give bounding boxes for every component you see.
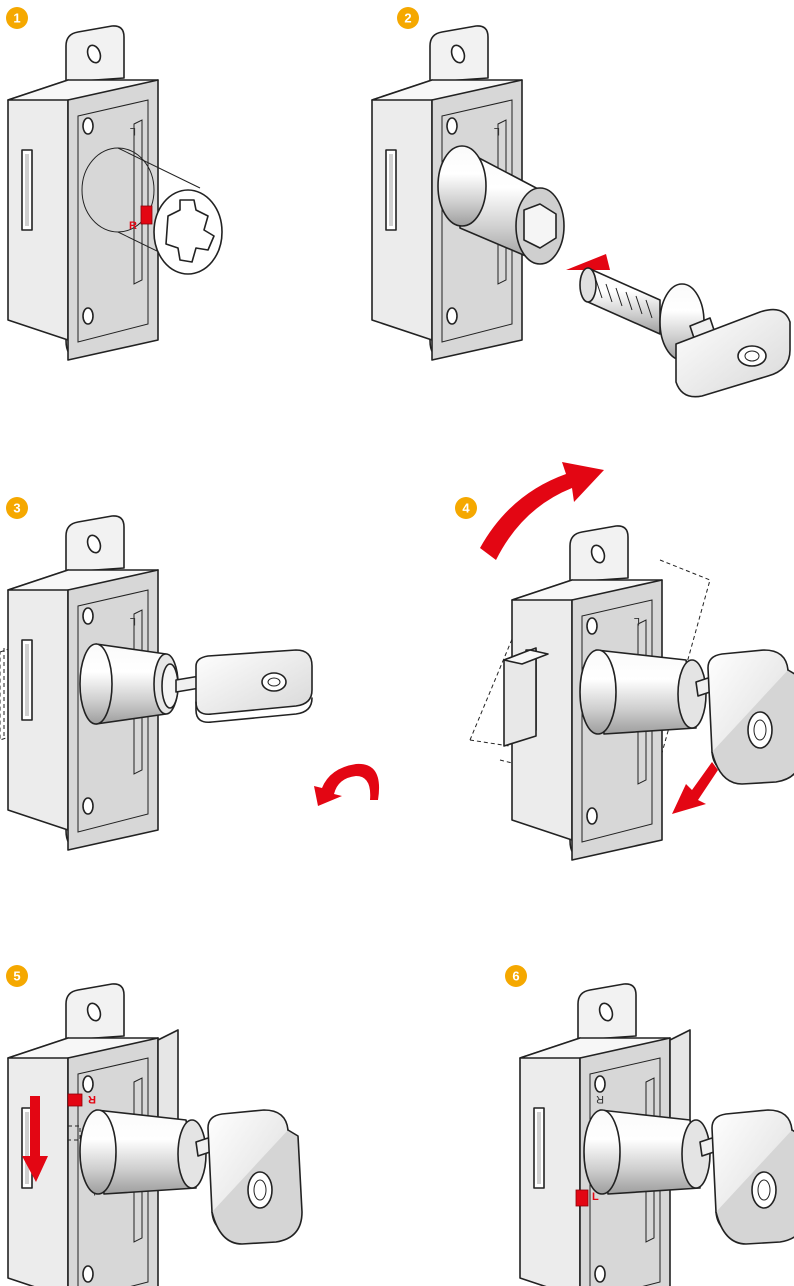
slider-label-right: R [129,220,137,232]
step-6: 6 R L [505,965,794,1286]
step-5-number: 5 [13,969,20,984]
step-1: 1 R L [6,7,223,361]
plate-label-left: L [494,125,500,137]
step-2-badge [397,7,419,29]
slider-icon: R [67,1093,96,1141]
step-1-badge [6,7,28,29]
red-arrow-icon [22,1096,48,1182]
slider-icon: R [129,205,153,232]
step-6-number: 6 [512,969,519,984]
cylinder-icon [79,643,313,725]
step-5-badge [6,965,28,987]
step-5: 5 R L [6,965,303,1286]
slider-label-left: L [592,1191,599,1203]
plate-label-left: L [130,125,136,137]
red-arrow-icon [480,462,604,560]
step-3-badge [6,497,28,519]
step-4: 4 L [455,462,794,861]
step-3-number: 3 [13,501,20,516]
step-3: 3 L [0,497,380,851]
cylinder-ghost-icon [81,147,223,275]
plate-label-right: R [596,1093,604,1105]
red-arrow-icon [566,254,610,270]
red-arrow-icon [672,762,718,814]
cylinder-housing-icon [437,145,565,265]
slider-icon: L [575,1189,599,1207]
key-icon [675,308,791,398]
step-1-number: 1 [13,11,20,26]
step-2-number: 2 [404,11,411,26]
bolt-icon [503,647,549,747]
lock-body-icon [7,25,159,361]
plate-label-left: L [634,615,640,627]
plate-label-left: L [130,615,136,627]
step-6-badge [505,965,527,987]
step-4-number: 4 [462,501,470,516]
step-2: 2 L [371,7,791,398]
step-4-badge [455,497,477,519]
slider-label-right: R [88,1093,96,1105]
rotate-arrow-icon [314,763,380,806]
